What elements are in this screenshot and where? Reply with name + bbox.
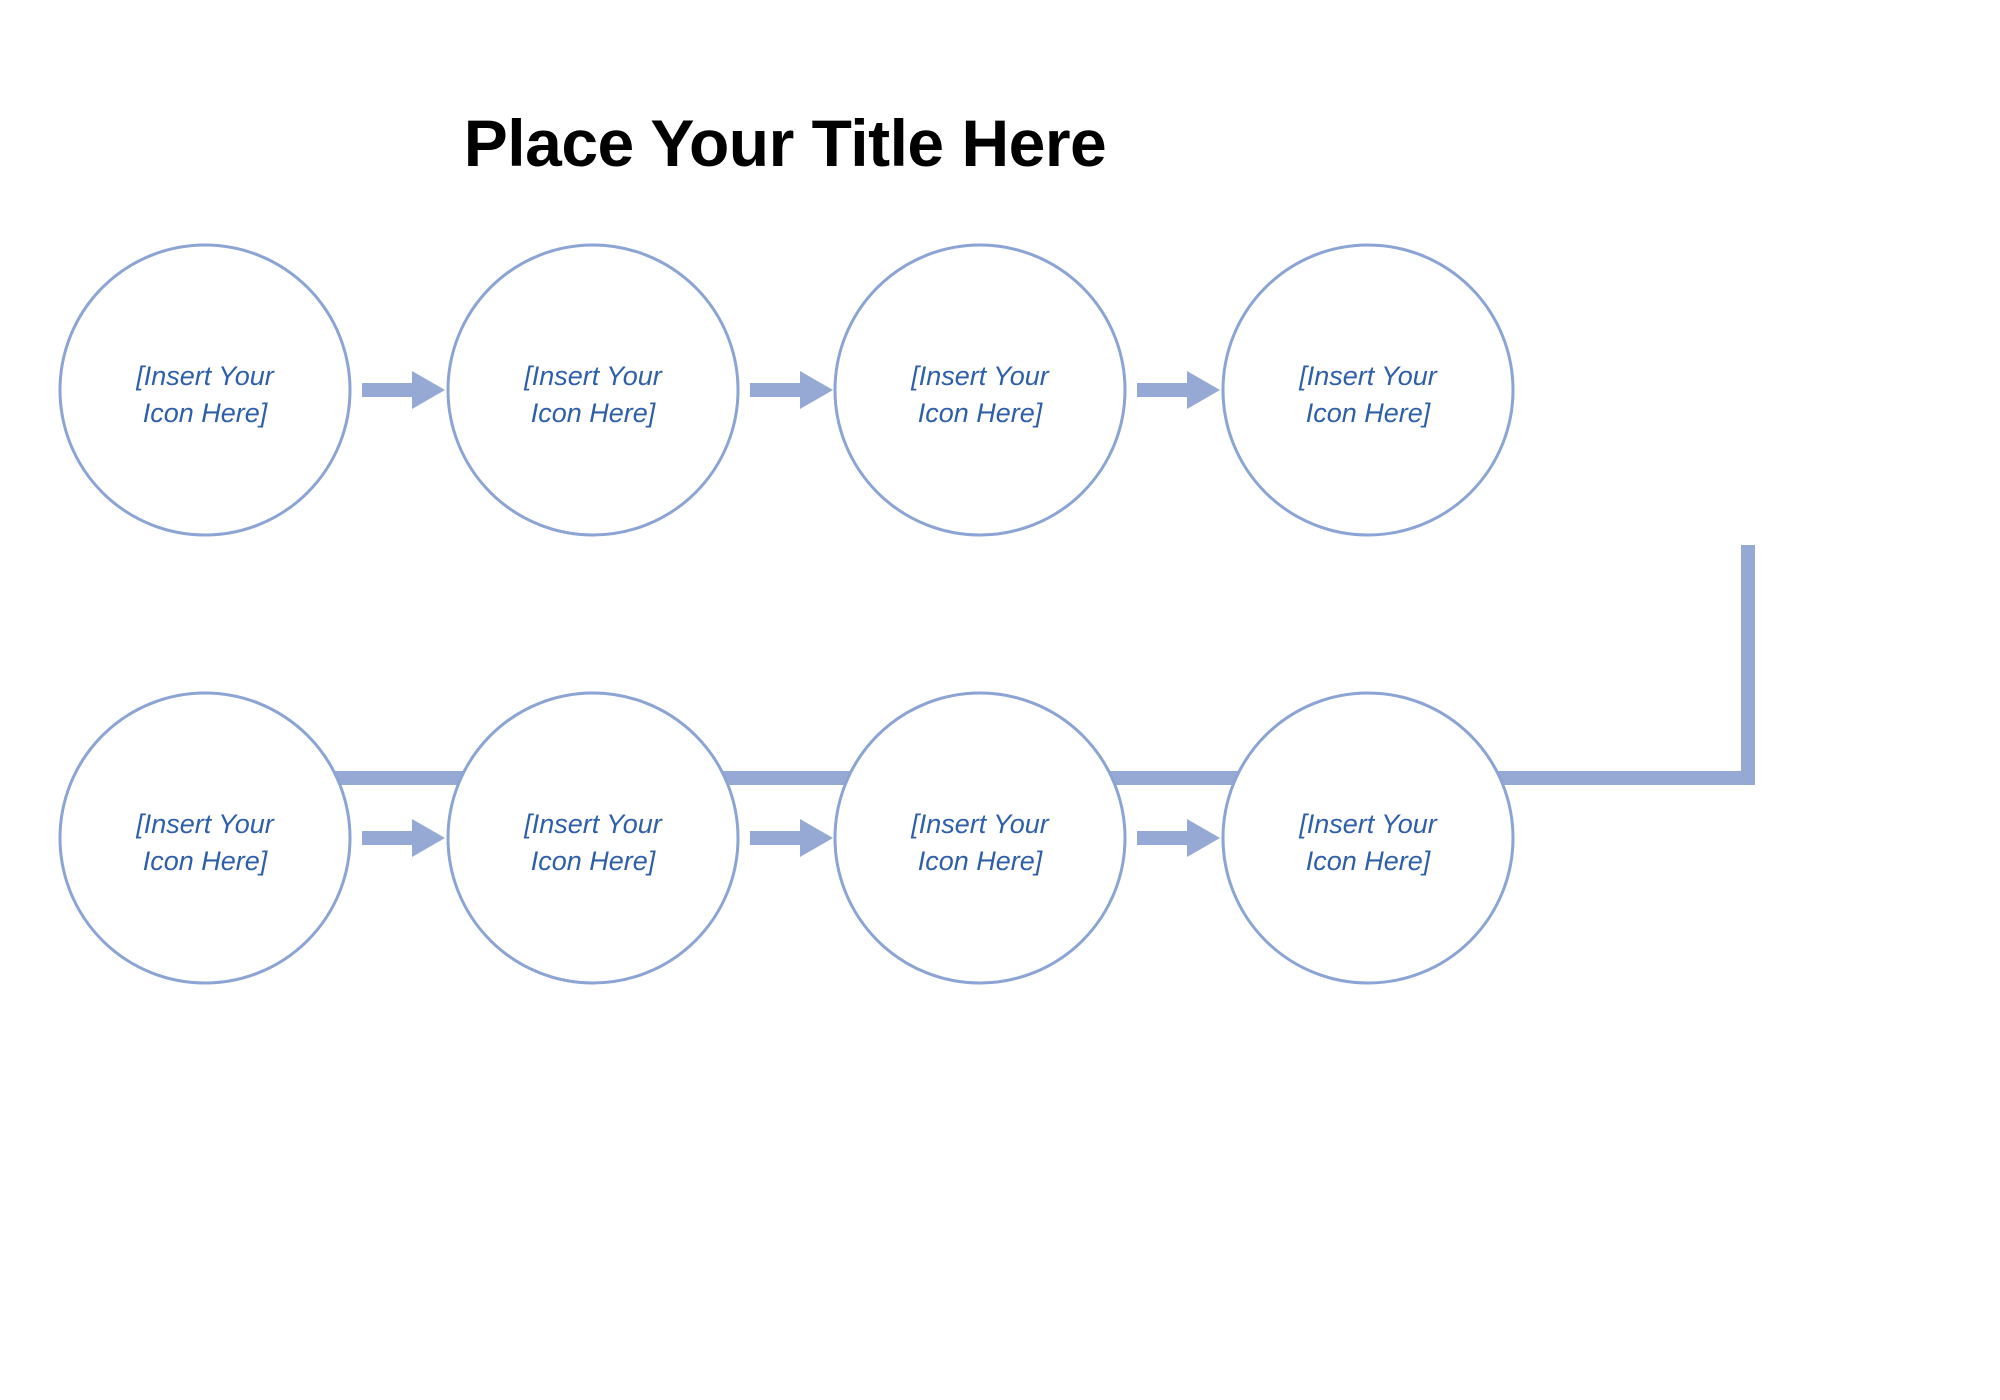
node-label-1-line1: [Insert Your (135, 361, 275, 391)
node-label-4-line1: [Insert Your (1298, 361, 1438, 391)
node-label-5-line1: [Insert Your (135, 809, 275, 839)
node-circle-6[interactable] (446, 691, 740, 985)
node-label-8-line1: [Insert Your (1298, 809, 1438, 839)
flow-node-6[interactable]: [Insert Your Icon Here] (446, 691, 740, 985)
flow-node-1[interactable]: [Insert Your Icon Here] (58, 243, 352, 537)
node-circle-4[interactable] (1221, 243, 1515, 537)
node-label-8-line2: Icon Here] (1306, 846, 1432, 876)
flow-node-4[interactable]: [Insert Your Icon Here] (1221, 243, 1515, 537)
flow-node-2[interactable]: [Insert Your Icon Here] (446, 243, 740, 537)
page-title: Place Your Title Here (463, 106, 1107, 180)
flow-arrow-3-to-4 (1137, 371, 1220, 409)
node-label-2-line2: Icon Here] (531, 398, 657, 428)
flow-node-3[interactable]: [Insert Your Icon Here] (833, 243, 1127, 537)
flow-arrow-2-to-3 (750, 371, 833, 409)
flow-node-7[interactable]: [Insert Your Icon Here] (833, 691, 1127, 985)
node-circle-5[interactable] (58, 691, 352, 985)
node-label-5-line2: Icon Here] (143, 846, 269, 876)
node-circle-1[interactable] (58, 243, 352, 537)
flow-row-top: [Insert Your Icon Here] [Insert Your Ico… (58, 243, 1515, 537)
node-circle-2[interactable] (446, 243, 740, 537)
node-label-2-line1: [Insert Your (523, 361, 663, 391)
flow-row-bottom: [Insert Your Icon Here] [Insert Your Ico… (58, 691, 1515, 985)
node-label-6-line2: Icon Here] (531, 846, 657, 876)
flow-arrow-6-to-7 (750, 819, 833, 857)
node-label-1-line2: Icon Here] (143, 398, 269, 428)
node-circle-7[interactable] (833, 691, 1127, 985)
flow-arrow-7-to-8 (1137, 819, 1220, 857)
node-label-7-line2: Icon Here] (918, 846, 1044, 876)
node-label-3-line1: [Insert Your (910, 361, 1050, 391)
flow-arrow-5-to-6 (362, 819, 445, 857)
node-label-6-line1: [Insert Your (523, 809, 663, 839)
node-label-4-line2: Icon Here] (1306, 398, 1432, 428)
elbow-segment-vertical-right (1741, 545, 1755, 785)
flow-arrow-1-to-2 (362, 371, 445, 409)
node-label-3-line2: Icon Here] (918, 398, 1044, 428)
flow-node-5[interactable]: [Insert Your Icon Here] (58, 691, 352, 985)
node-label-7-line1: [Insert Your (910, 809, 1050, 839)
node-circle-3[interactable] (833, 243, 1127, 537)
node-circle-8[interactable] (1221, 691, 1515, 985)
flow-node-8[interactable]: [Insert Your Icon Here] (1221, 691, 1515, 985)
